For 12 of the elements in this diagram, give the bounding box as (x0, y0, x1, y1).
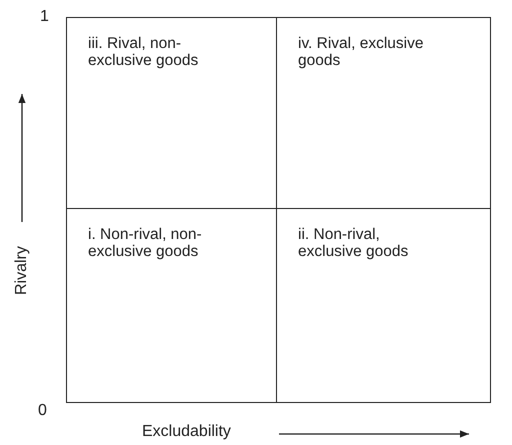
quadrant-box (66, 208, 278, 403)
quadrant-label: ii. Non-rival, exclusive goods (298, 226, 410, 260)
quadrant-box (276, 208, 491, 403)
axis-tick-label: 1 (40, 8, 49, 26)
quadrant-box (66, 17, 278, 210)
quadrant-label: i. Non-rival, non-exclusive goods (88, 226, 203, 260)
axis-tick-label: 0 (38, 402, 47, 420)
quadrant-label: iv. Rival, exclusive goods (298, 35, 424, 69)
axis-title: Rivalry (13, 246, 31, 294)
axis-title: Excludability (142, 423, 231, 441)
quadrant-box (276, 17, 491, 210)
quadrant-label: iii. Rival, non-exclusive goods (88, 35, 200, 69)
